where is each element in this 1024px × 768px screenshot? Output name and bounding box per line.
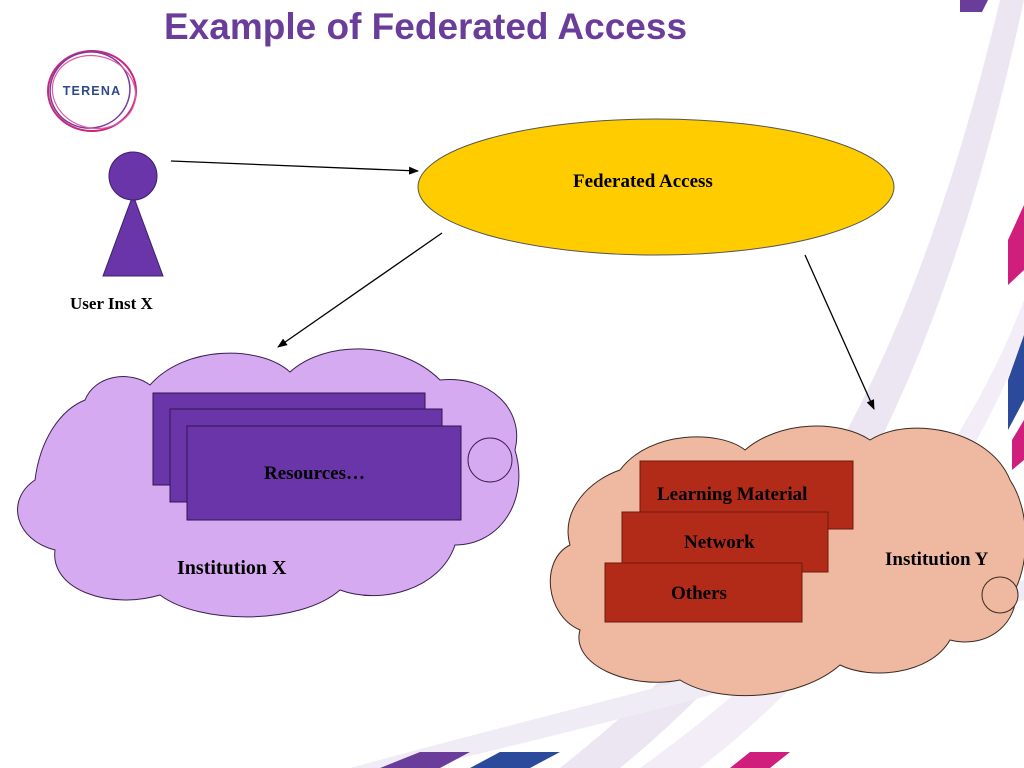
federated-access-ellipse	[417, 118, 895, 256]
resources-stack	[152, 392, 462, 521]
institution-y-label: Institution Y	[885, 549, 989, 570]
terena-logo: TERENA	[47, 50, 137, 132]
institution-y-item-learning-material: Learning Material	[657, 484, 808, 505]
slide-title: Example of Federated Access	[164, 6, 688, 47]
arrow-user-to-federation	[170, 160, 419, 175]
institution-y-item-others: Others	[671, 583, 727, 604]
logo-text: TERENA	[63, 84, 122, 98]
institution-y-items	[604, 460, 854, 623]
institution-x-label: Institution X	[177, 557, 287, 579]
federated-access-label: Federated Access	[573, 171, 713, 192]
user-figure-icon	[102, 151, 164, 277]
resources-label: Resources…	[264, 463, 365, 484]
institution-y-item-network: Network	[684, 532, 755, 553]
user-label: User Inst X	[70, 294, 153, 313]
arrow-federation-to-institution-y	[804, 254, 875, 410]
arrow-federation-to-institution-x	[277, 232, 443, 348]
